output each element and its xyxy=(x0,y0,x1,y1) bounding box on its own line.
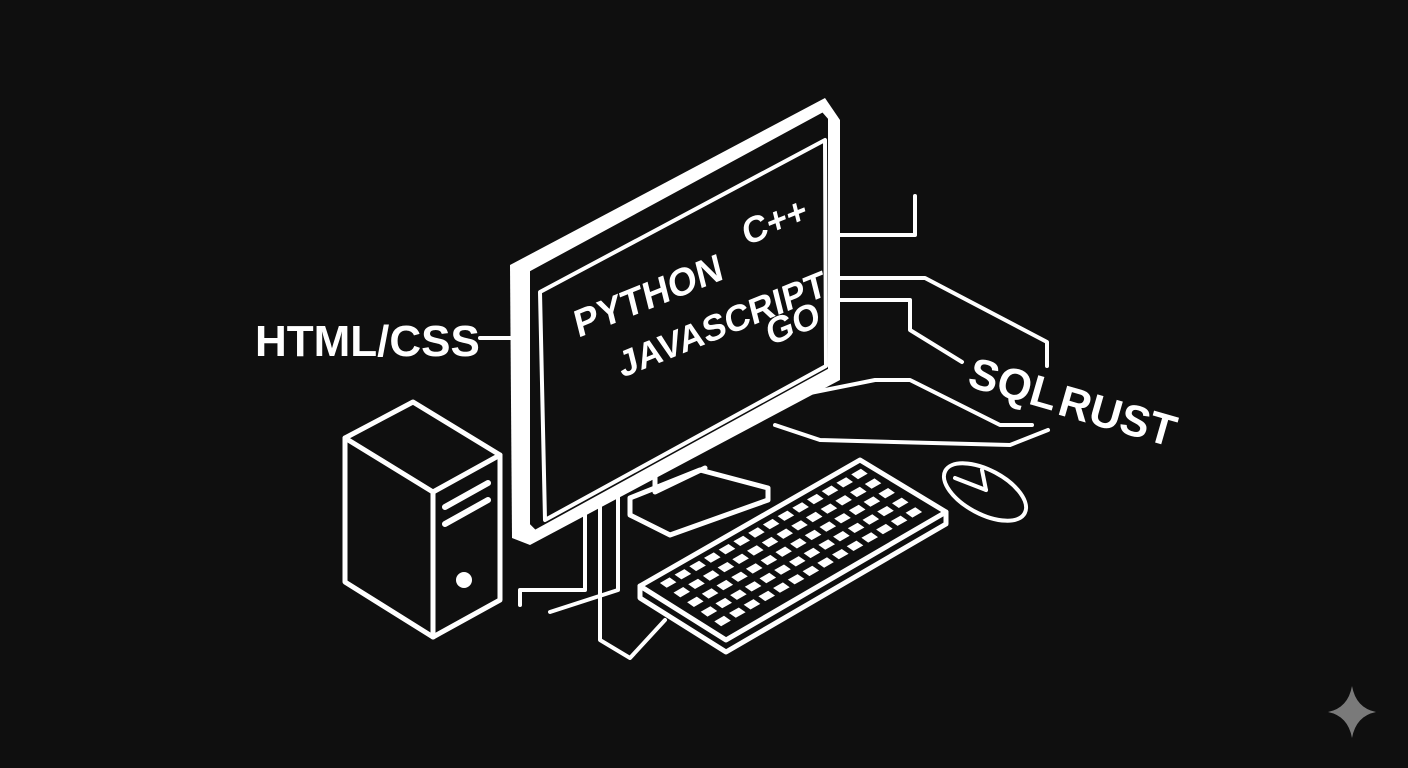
keyboard-key xyxy=(787,574,805,585)
tower-cable xyxy=(518,445,587,607)
keyboard-key xyxy=(862,514,880,525)
keyboard-key xyxy=(748,527,765,538)
keyboard-key xyxy=(714,615,731,627)
keyboard-key xyxy=(802,565,820,577)
keyboard-key xyxy=(817,557,834,568)
keyboard-key xyxy=(673,587,690,598)
keyboard-key xyxy=(747,545,764,556)
keyboard-key xyxy=(761,536,779,548)
keyboard-key xyxy=(733,535,750,546)
mouse-icon xyxy=(941,461,1029,523)
keyboard-key xyxy=(835,495,852,506)
keyboard-key xyxy=(717,562,735,573)
keyboard-icon xyxy=(637,457,949,655)
keyboard-key xyxy=(732,553,749,564)
keyboard-key xyxy=(820,503,838,514)
monitor-icon xyxy=(510,98,840,545)
keyboard-key xyxy=(715,597,732,609)
keyboard-key xyxy=(776,528,793,539)
cpp-connector xyxy=(813,194,917,237)
keyboard-key xyxy=(743,599,761,610)
keyboard-key xyxy=(716,579,734,591)
keyboard-key xyxy=(729,607,746,618)
keyboard-key xyxy=(674,569,692,580)
keyboard-key xyxy=(851,468,868,480)
keyboard-key xyxy=(759,572,777,584)
keyboard-key xyxy=(807,493,824,505)
keyboard-key xyxy=(791,520,808,531)
keyboard-key xyxy=(818,539,835,550)
keyboard-key xyxy=(803,547,821,559)
rust-connector xyxy=(773,423,1050,447)
javascript-connector xyxy=(806,276,1049,368)
keyboard-key xyxy=(689,560,706,572)
keyboard-key xyxy=(704,552,721,563)
keyboard-key xyxy=(848,504,866,516)
keyboard-key xyxy=(774,564,791,575)
keyboard-key xyxy=(832,549,849,560)
keyboard-keys xyxy=(659,468,923,627)
keyboard-key xyxy=(861,532,878,543)
keyboard-key xyxy=(819,521,837,532)
keyboard-key xyxy=(731,571,748,582)
keyboard-key xyxy=(905,507,923,518)
keyboard-key xyxy=(773,582,790,593)
label-html-css: HTML/CSS xyxy=(255,317,480,366)
go-connector xyxy=(828,298,964,364)
keyboard-key xyxy=(876,523,893,535)
keyboard-key xyxy=(659,577,677,588)
keyboard-key xyxy=(790,538,807,549)
keyboard-key xyxy=(730,589,747,600)
keyboard-key xyxy=(777,510,795,521)
keyboard-key xyxy=(878,488,895,499)
keyboard-key xyxy=(847,522,865,533)
sparkle-icon xyxy=(1328,686,1376,738)
keyboard-key xyxy=(821,485,839,496)
keyboard-key xyxy=(792,502,809,513)
keyboard-key xyxy=(877,506,894,517)
keyboard-key xyxy=(762,518,780,530)
keyboard-key xyxy=(701,588,719,599)
keyboard-key xyxy=(850,486,867,498)
keyboard-key xyxy=(789,556,806,567)
keyboard-key xyxy=(688,578,705,589)
keyboard-key xyxy=(702,570,720,581)
keyboard-key xyxy=(890,515,908,526)
keyboard-key xyxy=(700,606,718,617)
keyboard-key xyxy=(805,511,823,523)
keyboard-key xyxy=(892,497,909,508)
keyboard-key xyxy=(804,529,822,541)
keyboard-key xyxy=(760,554,778,566)
keyboard-key xyxy=(833,531,850,542)
keyboard-key xyxy=(836,477,853,488)
keyboard-key xyxy=(745,563,763,574)
keyboard-cable-loop xyxy=(598,458,667,660)
computer-tower-icon xyxy=(342,399,503,640)
sql-connector xyxy=(798,378,1034,427)
keyboard-key xyxy=(758,590,775,602)
keyboard-key xyxy=(775,546,792,557)
keyboard-key xyxy=(718,544,736,555)
keyboard-key xyxy=(846,540,864,551)
keyboard-key xyxy=(687,596,704,607)
keyboard-key xyxy=(834,513,851,524)
keyboard-key xyxy=(864,478,882,489)
keyboard-key xyxy=(863,496,881,507)
keyboard-key xyxy=(744,581,762,592)
